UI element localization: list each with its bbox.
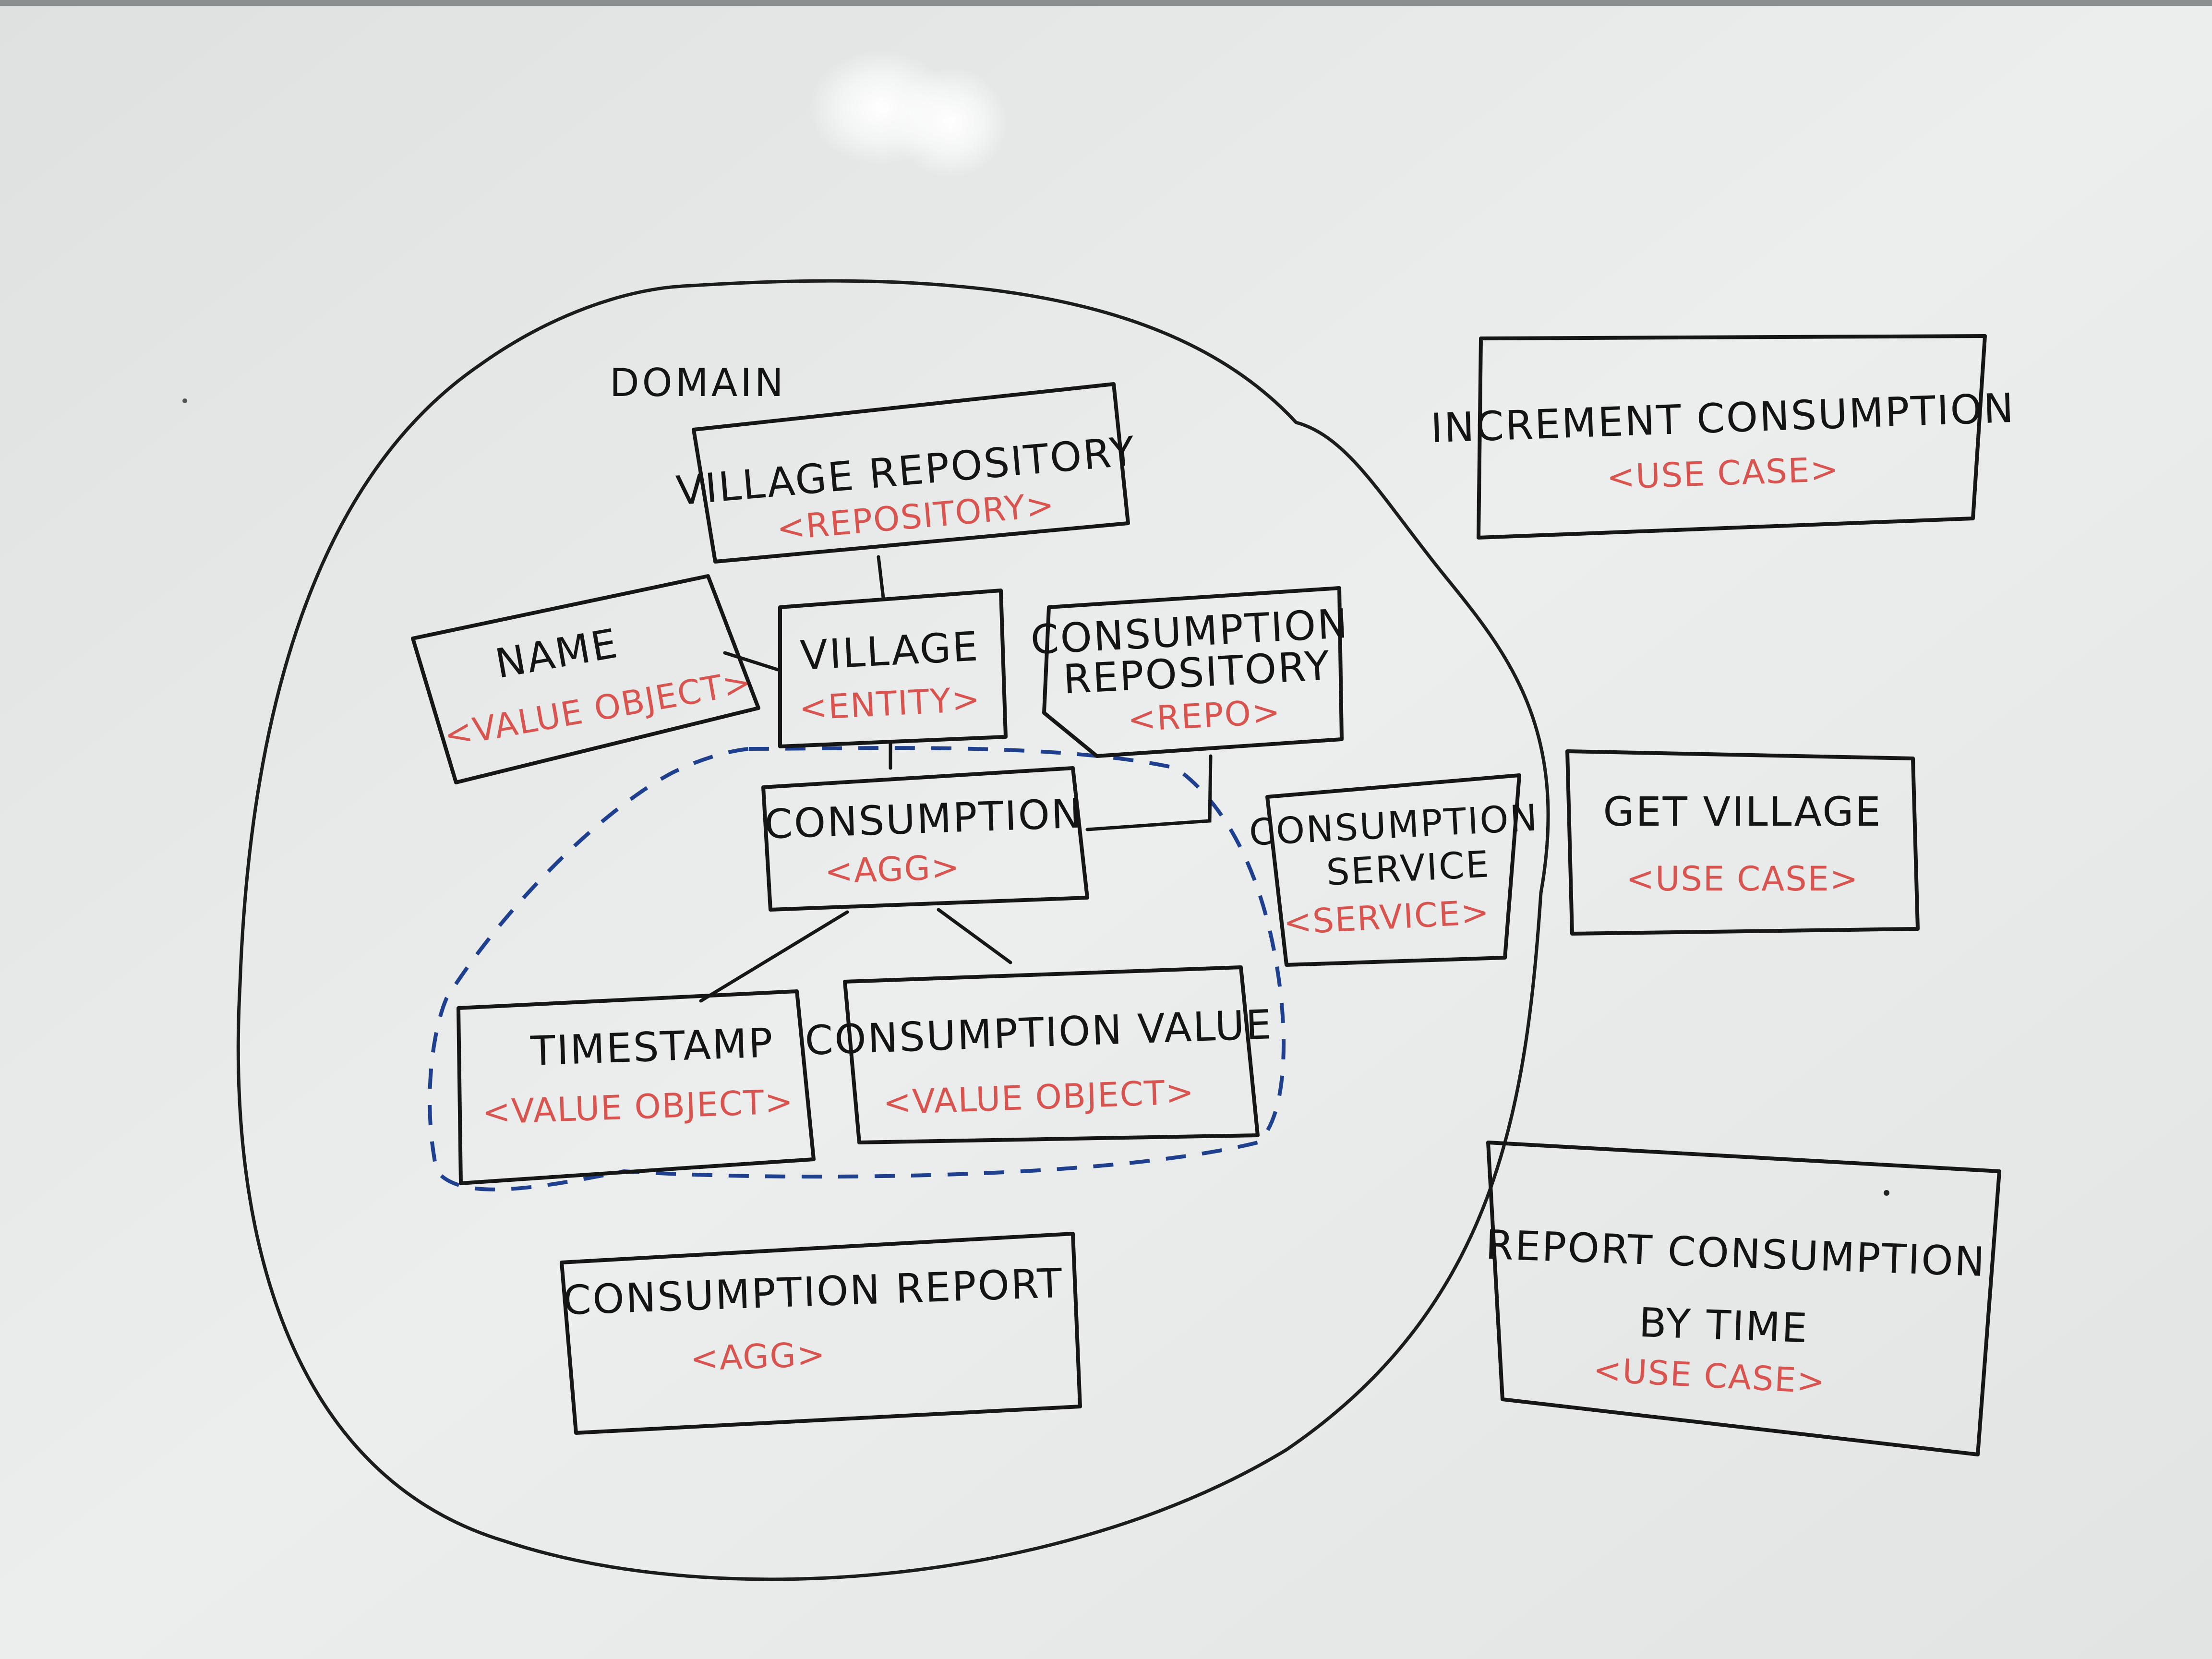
board-top-edge	[0, 0, 2212, 6]
get-village-stereotype: <USE CASE>	[1626, 859, 1859, 899]
timestamp-title: TIMESTAMP	[529, 1019, 775, 1075]
connector-consumption-repo	[1085, 754, 1213, 831]
consumption-stereotype: <AGG>	[824, 847, 961, 891]
consumption-repository-stereotype: <REPO>	[1127, 692, 1282, 740]
domain-boundary	[236, 279, 1550, 1581]
consumption-report-stereotype: <AGG>	[690, 1334, 827, 1379]
ink-dot	[1884, 1190, 1889, 1196]
get-village-title: GET VILLAGE	[1603, 788, 1882, 835]
consumption-title: CONSUMPTION	[764, 790, 1084, 848]
report-consumption-title-2: BY TIME	[1638, 1299, 1810, 1352]
connector-name-village	[723, 651, 780, 672]
village-title: VILLAGE	[799, 623, 981, 679]
village-stereotype: <ENTITY>	[798, 679, 982, 728]
ink-dot	[182, 398, 187, 403]
box-consumption: CONSUMPTION <AGG>	[761, 766, 1089, 912]
connector-repository-village	[877, 555, 885, 600]
domain-label: DOMAIN	[610, 361, 786, 405]
light-reflection	[893, 67, 1008, 178]
connector-consumption-timestamp	[699, 910, 849, 1003]
increment-consumption-stereotype: <USE CASE>	[1606, 450, 1839, 497]
connector-consumption-value	[937, 908, 1012, 964]
box-consumption-repository: CONSUMPTION REPOSITORY <REPO>	[1030, 586, 1350, 758]
consumption-service-title-2: SERVICE	[1325, 842, 1491, 894]
aggregate-boundary	[428, 746, 1286, 1191]
box-get-village: GET VILLAGE <USE CASE>	[1565, 749, 1920, 936]
box-village: VILLAGE <ENTITY>	[778, 589, 1008, 748]
